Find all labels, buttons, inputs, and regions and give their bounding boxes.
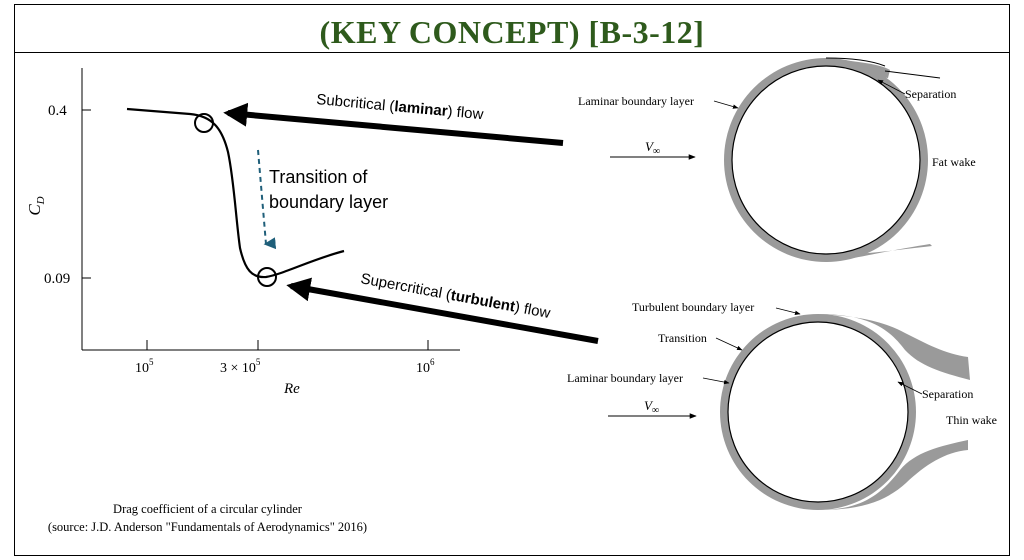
- subcritical-flow-label: Subcritical (laminar) flow: [316, 91, 485, 123]
- title-rule: [14, 52, 1010, 53]
- x-tick-label-1e5: 105: [135, 357, 154, 376]
- turbulent-cylinder: [727, 321, 909, 503]
- caption-line1: Drag coefficient of a circular cylinder: [113, 502, 302, 516]
- cd-re-plot: 0.4 0.09 CD 105 3 × 105 106 Re Transitio…: [25, 68, 460, 397]
- y-tick-label-0.09: 0.09: [44, 271, 70, 287]
- supercritical-point-marker: [257, 267, 277, 287]
- top-separation-label: Separation: [905, 87, 956, 101]
- subcritical-point-marker: [194, 113, 214, 133]
- x-tick-label-3e5: 3 × 105: [220, 357, 261, 376]
- cd-curve: [126, 107, 345, 279]
- subcritical-pointer-arrow: [223, 102, 564, 146]
- bottom-laminar-bl-label: Laminar boundary layer: [567, 371, 683, 385]
- y-tick-label-0.4: 0.4: [48, 103, 67, 119]
- laminar-bl-label: Laminar boundary layer: [578, 94, 694, 108]
- supercritical-pointer-arrow: [286, 277, 599, 344]
- laminar-cylinder: [731, 65, 921, 255]
- bottom-velocity-label: V∞: [644, 398, 659, 416]
- top-velocity-label: V∞: [645, 139, 660, 157]
- transition-point-leader: [715, 337, 743, 351]
- svg-text:CD: CD: [25, 196, 47, 215]
- top-separation-streamline: [825, 57, 886, 67]
- laminar-bl-leader: [713, 100, 739, 109]
- turbulent-top-wake: [818, 314, 970, 380]
- laminar-wake-line: [884, 70, 941, 79]
- turbulent-bl-label: Turbulent boundary layer: [632, 300, 754, 314]
- turbulent-bl-leader: [775, 307, 801, 315]
- top-wake-band: [826, 58, 890, 78]
- bottom-separation-leader: [897, 381, 923, 395]
- x-axis-label: Re: [283, 381, 300, 397]
- caption-line2: (source: J.D. Anderson "Fundamentals of …: [47, 520, 368, 534]
- slide-title: (KEY CONCEPT) [B-3-12]: [319, 14, 705, 50]
- thin-wake-label: Thin wake: [946, 413, 997, 427]
- turbulent-bottom-wake: [818, 440, 968, 510]
- x-tick-label-1e6: 106: [416, 357, 435, 376]
- transition-dashed-arrow: [257, 149, 277, 250]
- figure-caption: Drag coefficient of a circular cylinder …: [0, 500, 415, 536]
- bottom-wake-band: [826, 244, 932, 262]
- transition-label-line2: boundary layer: [269, 192, 388, 212]
- transition-point-label: Transition: [658, 331, 707, 345]
- bottom-separation-label: Separation: [922, 387, 973, 401]
- fat-wake-label: Fat wake: [932, 155, 976, 169]
- transition-label-line1: Transition of: [269, 167, 368, 187]
- top-separation-leader: [877, 79, 906, 95]
- y-axis-label: CD: [25, 196, 47, 215]
- slide-frame: [14, 4, 1010, 556]
- laminar-cylinder-diagram: Laminar boundary layer Separation V∞ Fat…: [578, 57, 976, 262]
- bottom-laminar-bl-leader: [702, 377, 730, 385]
- turbulent-cylinder-diagram: Turbulent boundary layer Transition Lami…: [567, 300, 997, 510]
